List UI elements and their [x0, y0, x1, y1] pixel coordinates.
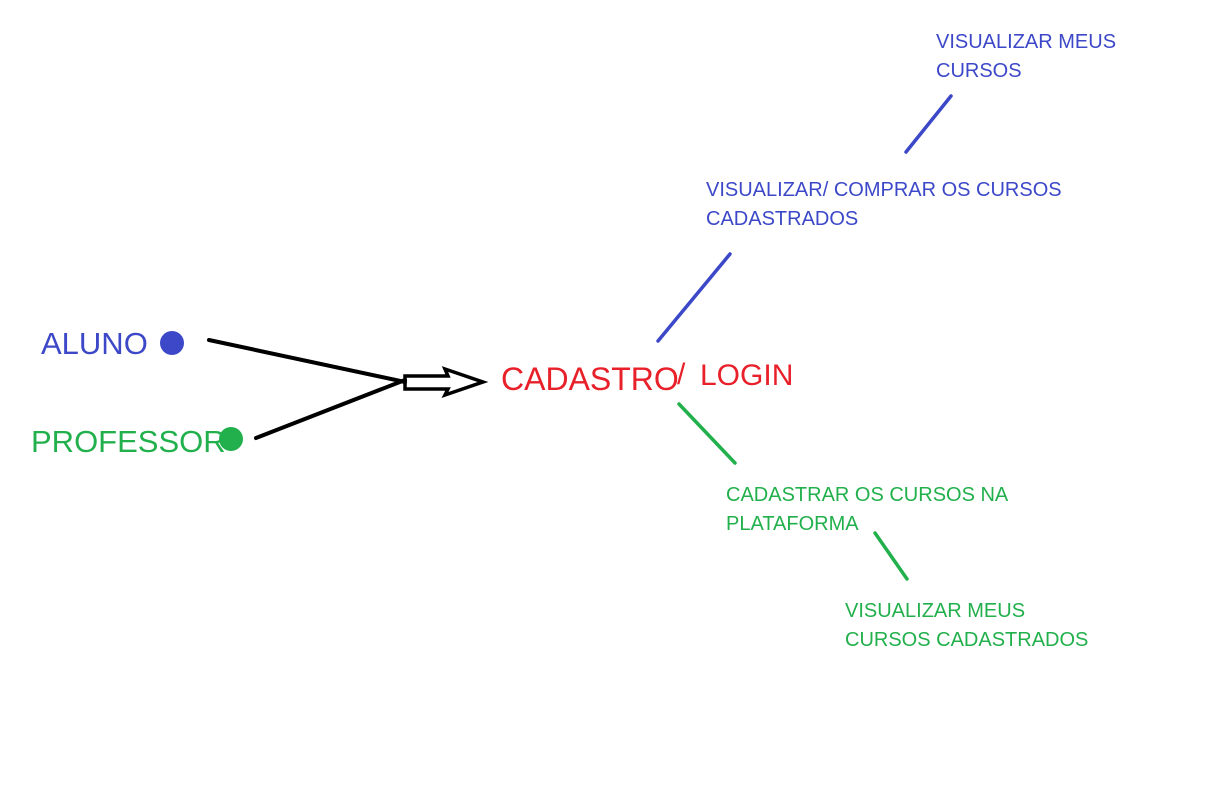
teacher-label: PROFESSOR	[31, 424, 226, 459]
teacher-step2-line2: CURSOS CADASTRADOS	[845, 629, 1089, 651]
student-label: ALUNO	[41, 326, 148, 361]
teacher-step2-line1: VISUALIZAR MEUS	[845, 600, 1026, 622]
teacher-step1-node: CADASTRAR OS CURSOS NA PLATAFORMA	[726, 481, 1008, 539]
student-step1-node: VISUALIZAR/ COMPRAR OS CURSOS CADASTRADO…	[706, 176, 1062, 234]
hollow-arrow-icon	[403, 366, 489, 399]
center-sub-label: LOGIN	[700, 359, 794, 392]
teacher-connector-1	[677, 402, 737, 465]
student-step2-line2: CURSOS	[936, 60, 1022, 82]
teacher-connector-2	[873, 531, 909, 581]
center-main-label: CADASTRO	[501, 361, 679, 397]
student-connector-2	[904, 94, 953, 154]
teacher-step1-line2: PLATAFORMA	[726, 513, 859, 535]
teacher-step1-line1: CADASTRAR OS CURSOS NA	[726, 484, 1009, 506]
student-connector-1	[656, 252, 732, 343]
teacher-dot	[219, 427, 243, 451]
teacher-step2-node: VISUALIZAR MEUS CURSOS CADASTRADOS	[845, 597, 1088, 655]
student-dot	[160, 331, 184, 355]
student-step1-line1: VISUALIZAR/ COMPRAR OS CURSOS	[706, 179, 1062, 201]
center-slash: /	[677, 358, 686, 391]
student-arrow-line	[207, 338, 407, 384]
student-step2-node: VISUALIZAR MEUS CURSOS	[936, 28, 1116, 86]
student-step1-line2: CADASTRADOS	[706, 208, 859, 230]
student-step2-line1: VISUALIZAR MEUS	[936, 31, 1117, 53]
teacher-arrow-line	[254, 378, 407, 440]
